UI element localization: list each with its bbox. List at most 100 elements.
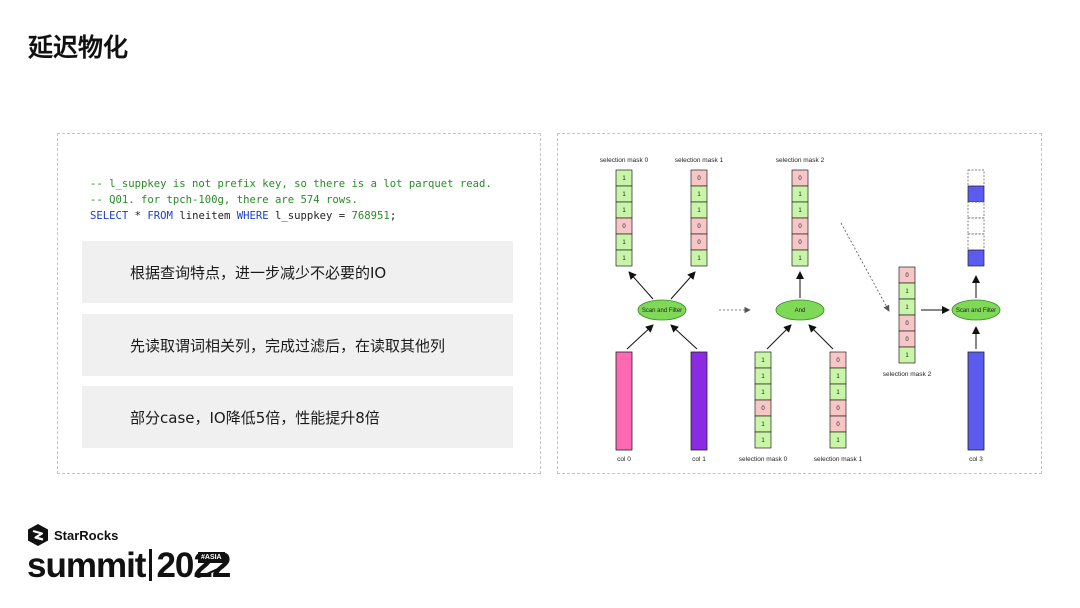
stack-col3-top xyxy=(967,169,985,267)
mask-cell-value: 1 xyxy=(697,256,701,262)
label-col1: col 1 xyxy=(692,456,706,463)
mask-cell-value: 0 xyxy=(798,224,802,230)
mask-cell-value: 1 xyxy=(836,390,840,396)
bullet-box: 先读取谓词相关列，完成过滤后，在读取其他列 xyxy=(82,314,513,376)
label-mask0-bottom: selection mask 0 xyxy=(739,456,788,463)
label-mask0-top: selection mask 0 xyxy=(600,157,649,164)
col1-bar xyxy=(690,351,708,451)
asia-tag: #ASIA xyxy=(198,552,225,563)
mask-cell-value: 1 xyxy=(761,358,765,364)
code-star: * xyxy=(128,210,148,222)
mask-cell-value: 0 xyxy=(836,406,840,412)
stack-mask1-bottom: 0 1 1 0 0 1 xyxy=(829,351,847,449)
arrow-scan1-to-mask1 xyxy=(670,271,696,300)
event-name: summit xyxy=(27,546,146,585)
scan-filter-label-2: Scan and Filter xyxy=(956,308,996,314)
label-col3: col 3 xyxy=(969,456,983,463)
mask-cell-value: 0 xyxy=(836,358,840,364)
code-condition: l_suppkey = xyxy=(268,210,352,222)
mask-cell-value: 0 xyxy=(836,422,840,428)
mask-cell-value: 1 xyxy=(905,305,909,311)
col3-cell xyxy=(967,217,985,235)
mask-cell-value: 0 xyxy=(622,224,626,230)
code-select-keyword: SELECT xyxy=(90,210,129,222)
code-end: ; xyxy=(389,210,397,222)
label-mask1-bottom: selection mask 1 xyxy=(814,456,863,463)
mask-cell-value: 1 xyxy=(761,374,765,380)
mask-cell-value: 0 xyxy=(697,176,701,182)
swoosh-icon xyxy=(196,565,224,578)
label-mask2-top: selection mask 2 xyxy=(776,157,825,164)
code-block: -- l_suppkey is not prefix key, so there… xyxy=(90,176,492,224)
scan-filter-node-2 xyxy=(951,299,1001,321)
label-mask2-right: selection mask 2 xyxy=(883,371,932,378)
bullet-text: 部分case，IO降低5倍，性能提升8倍 xyxy=(130,408,380,427)
mask-cell-value: 1 xyxy=(761,438,765,444)
stack-mask2-top: 0 1 1 0 0 1 xyxy=(791,169,809,267)
mask-cell-value: 0 xyxy=(905,321,909,327)
arrow-scan1-to-mask0 xyxy=(628,271,654,300)
mask-cell xyxy=(829,431,847,449)
mask-cell-value: 1 xyxy=(836,374,840,380)
mask-cell xyxy=(898,346,916,364)
code-comment-2: -- Q01. for tpch-100g, there are 574 row… xyxy=(90,194,358,206)
arrow-col1-to-scan1 xyxy=(670,324,698,350)
and-node xyxy=(775,299,825,321)
col3-cell xyxy=(967,169,985,187)
bullet-text: 根据查询特点，进一步减少不必要的IO xyxy=(130,263,387,282)
stack-mask1-top: 0 1 1 0 0 1 xyxy=(690,169,708,267)
mask-cell-value: 1 xyxy=(622,240,626,246)
starrocks-logo-icon xyxy=(28,524,48,546)
mask-cell-value: 1 xyxy=(622,192,626,198)
bullet-box: 根据查询特点，进一步减少不必要的IO xyxy=(82,241,513,303)
bullet-box: 部分case，IO降低5倍，性能提升8倍 xyxy=(82,386,513,448)
mask-cell-value: 0 xyxy=(905,337,909,343)
arrow-dashed-mask2-to-right xyxy=(840,222,890,312)
mask-cell-value: 1 xyxy=(905,353,909,359)
mask-cell-value: 1 xyxy=(761,390,765,396)
col3-cell xyxy=(967,201,985,219)
mask-cell-value: 0 xyxy=(798,240,802,246)
mask-cell-value: 0 xyxy=(697,224,701,230)
scan-filter-node-1 xyxy=(637,299,687,321)
col3-cell xyxy=(967,185,985,203)
mask-cell-value: 1 xyxy=(622,256,626,262)
mask-cell xyxy=(754,431,772,449)
mask-cell xyxy=(791,249,809,267)
label-col0: col 0 xyxy=(617,456,631,463)
mask-cell-value: 0 xyxy=(761,406,765,412)
mask-cell-value: 1 xyxy=(798,192,802,198)
code-value: 768951 xyxy=(351,210,390,222)
mask-cell-value: 0 xyxy=(697,240,701,246)
mask-cell-value: 1 xyxy=(697,208,701,214)
arrow-mask1-to-and xyxy=(808,324,834,350)
mask-cell xyxy=(615,249,633,267)
scan-filter-label-1: Scan and Filter xyxy=(642,308,682,314)
label-mask1-top: selection mask 1 xyxy=(675,157,724,164)
mask-cell-value: 1 xyxy=(697,192,701,198)
col3-cell xyxy=(967,233,985,251)
bullet-text: 先读取谓词相关列，完成过滤后，在读取其他列 xyxy=(130,336,446,355)
col3-bar xyxy=(967,351,985,451)
col3-cell xyxy=(967,249,985,267)
left-panel xyxy=(57,133,541,474)
and-label: And xyxy=(795,308,806,314)
mask-cell-value: 1 xyxy=(798,256,802,262)
mask-cell-value: 0 xyxy=(905,273,909,279)
stack-mask0-bottom: 1 1 1 0 1 1 xyxy=(754,351,772,449)
mask-cell-value: 1 xyxy=(761,422,765,428)
arrow-mask0-to-and xyxy=(766,324,792,350)
mask-cell xyxy=(690,249,708,267)
col0-bar xyxy=(615,351,633,451)
mask-cell-value: 1 xyxy=(798,208,802,214)
code-where-keyword: WHERE xyxy=(236,210,269,222)
right-panel xyxy=(557,133,1042,474)
mask-cell-value: 1 xyxy=(622,208,626,214)
mask-cell-value: 1 xyxy=(836,438,840,444)
slide-title: 延迟物化 xyxy=(28,33,129,62)
code-from-keyword: FROM xyxy=(147,210,173,222)
mask-cell-value: 0 xyxy=(798,176,802,182)
brand-name: StarRocks xyxy=(54,528,119,543)
